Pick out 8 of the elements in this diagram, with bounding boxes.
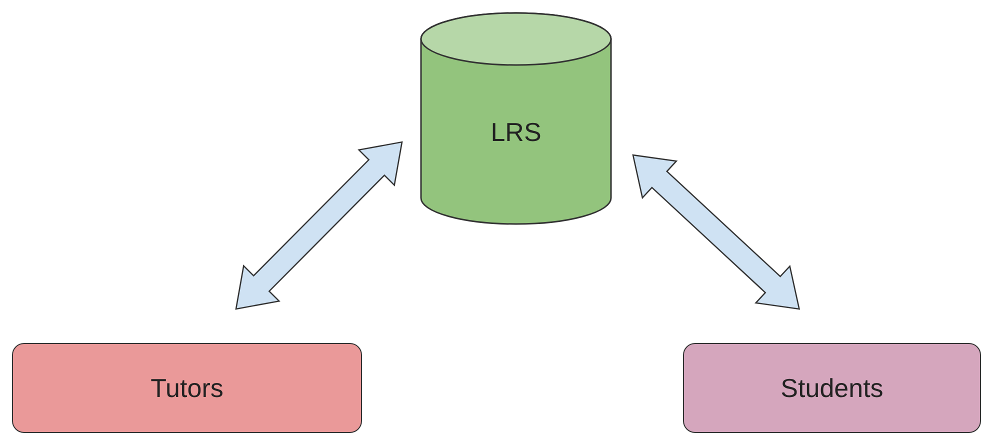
node-label: LRS bbox=[490, 117, 542, 148]
database-cylinder bbox=[420, 12, 612, 225]
double-arrow bbox=[632, 154, 800, 310]
node-label: Tutors bbox=[150, 372, 224, 404]
process-box bbox=[12, 343, 362, 433]
node-label: Students bbox=[780, 372, 884, 404]
double-arrow bbox=[235, 141, 403, 310]
process-box bbox=[683, 343, 981, 433]
